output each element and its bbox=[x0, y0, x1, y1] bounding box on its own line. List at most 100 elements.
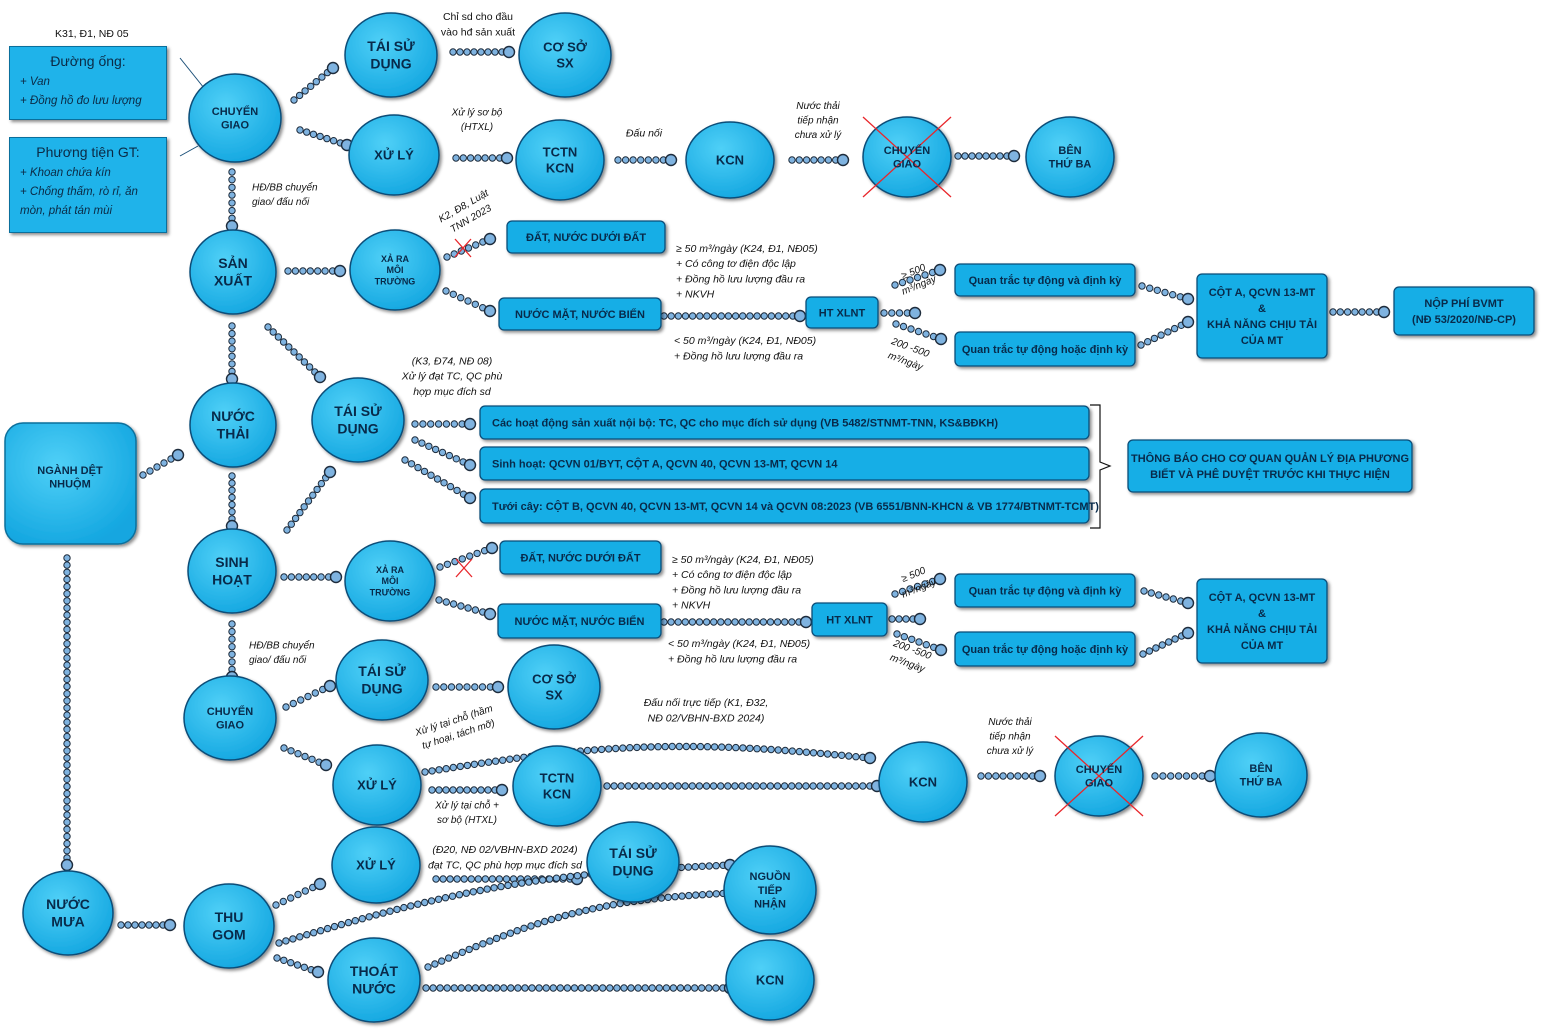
textile-industry-label: NGÀNH DỆT bbox=[37, 464, 103, 477]
chain-dot bbox=[1033, 769, 1047, 783]
chain-dot bbox=[117, 921, 125, 929]
chain-dot bbox=[767, 312, 776, 320]
chain-dot bbox=[418, 439, 426, 447]
note-line: Xử lý đạt TC, QC phù bbox=[401, 371, 503, 383]
box-reuse_a bbox=[479, 405, 1090, 440]
chain-dot bbox=[457, 602, 465, 610]
chain-dot bbox=[603, 782, 611, 790]
box-qt_dinhky2 bbox=[954, 573, 1136, 608]
chain-dot bbox=[321, 267, 329, 275]
chain-dot bbox=[767, 745, 775, 754]
chain-dot bbox=[63, 697, 71, 705]
chain-dot bbox=[914, 327, 923, 336]
chain-dot bbox=[63, 611, 71, 619]
chain-dot bbox=[1190, 772, 1199, 780]
chain-dot bbox=[300, 963, 308, 971]
chain-dot bbox=[1138, 282, 1146, 290]
chain-dot bbox=[725, 743, 733, 751]
chain-dot bbox=[477, 759, 486, 767]
box-label-nopphi: (NĐ 53/2020/NĐ-CP) bbox=[1412, 314, 1516, 326]
chain-dot bbox=[664, 153, 678, 167]
chain-dot bbox=[146, 467, 154, 475]
chain-dot bbox=[483, 607, 497, 621]
chain-dot bbox=[63, 739, 71, 748]
chain-dot bbox=[518, 879, 526, 887]
node-label-thoatnuoc: THOÁT bbox=[350, 963, 399, 979]
chain-dot bbox=[63, 604, 71, 612]
chain-dot bbox=[63, 575, 71, 584]
pipe-panel-connector bbox=[179, 57, 205, 89]
node-chuyengiao2 bbox=[183, 675, 277, 761]
box-qt_dinhky1 bbox=[954, 263, 1136, 297]
chain-dot bbox=[295, 91, 304, 100]
box-label-qt_hoac1: Quan trắc tự động hoặc định kỳ bbox=[962, 343, 1129, 356]
note-line: giao/ đấu nối bbox=[249, 654, 307, 666]
chain-dot bbox=[908, 635, 916, 643]
note-lt50_2: < 50 m³/ngày (K24, Đ1, NĐ05)+ Đồng hồ lư… bbox=[668, 638, 810, 665]
box-dat1 bbox=[506, 220, 666, 254]
chain-dot bbox=[432, 875, 440, 883]
chain-dot bbox=[477, 48, 485, 56]
chain-dot bbox=[888, 615, 896, 623]
box-nuocmat2 bbox=[497, 603, 662, 639]
chain-dot bbox=[590, 746, 599, 754]
node-label-thugom: THU bbox=[215, 909, 244, 925]
box-label-nuocmat2: NƯỚC MẶT, NƯỚC BIỂN bbox=[515, 615, 645, 628]
chain-dot bbox=[906, 276, 914, 284]
chain-dot bbox=[570, 984, 579, 992]
note-line: tiếp nhận bbox=[989, 731, 1031, 743]
chain-dot bbox=[640, 743, 648, 751]
node-label-chuyengiao1: GIAO bbox=[221, 120, 250, 132]
chain-dot bbox=[411, 420, 419, 428]
chain-dot bbox=[228, 635, 236, 643]
chain-dot bbox=[464, 297, 472, 305]
chain-dot bbox=[421, 898, 429, 907]
chain-dot bbox=[688, 312, 697, 320]
chain-dot bbox=[1170, 324, 1179, 333]
vehicle-panel-title: Phương tiện GT: bbox=[36, 144, 140, 160]
chain-dot bbox=[228, 360, 236, 368]
chain-dot bbox=[774, 312, 783, 320]
chain-dot bbox=[1140, 587, 1148, 595]
chain-dot bbox=[506, 755, 514, 763]
chain-dot bbox=[691, 863, 699, 871]
chain-dot bbox=[773, 618, 782, 626]
chain-dot bbox=[432, 683, 440, 691]
chain-dot bbox=[289, 699, 297, 708]
chain-dot bbox=[724, 312, 733, 320]
note-line: giao/ đấu nối bbox=[252, 196, 310, 208]
chain-dot bbox=[541, 917, 549, 926]
chain-dot bbox=[351, 917, 359, 925]
chain-dot bbox=[470, 760, 479, 768]
chain-dot bbox=[463, 683, 471, 691]
chain-dot bbox=[401, 456, 409, 464]
chain-dot bbox=[817, 156, 825, 164]
chain-dot bbox=[580, 871, 588, 879]
chain-dot bbox=[795, 782, 803, 790]
chain-dot bbox=[124, 921, 132, 929]
node-label-benthuba1: BÊN bbox=[1058, 144, 1081, 157]
chain-dot bbox=[1146, 284, 1154, 292]
chain-dot bbox=[163, 918, 177, 932]
chain-dot bbox=[453, 875, 461, 883]
chain-dot bbox=[465, 945, 473, 954]
chain-dot bbox=[427, 471, 435, 479]
chain-dot bbox=[816, 749, 825, 758]
chain-dot bbox=[575, 908, 583, 916]
chain-dot bbox=[1164, 328, 1172, 336]
chain-dot bbox=[467, 875, 475, 883]
node-xara2 bbox=[344, 540, 436, 622]
chain-dot bbox=[676, 984, 685, 992]
chain-dot bbox=[893, 630, 901, 638]
chain-dot bbox=[312, 78, 320, 86]
chain-dot bbox=[660, 618, 668, 626]
chain-dot bbox=[766, 618, 775, 626]
chain-dot bbox=[283, 526, 291, 534]
chain-dot bbox=[228, 627, 236, 636]
node-label-benthuba1: THỨ BA bbox=[1049, 158, 1092, 171]
chain-dot bbox=[296, 126, 304, 134]
chain-dot bbox=[63, 768, 71, 776]
node-label-nguontiepnhan: NGUỒN bbox=[750, 870, 791, 883]
chain-dot bbox=[705, 984, 713, 992]
